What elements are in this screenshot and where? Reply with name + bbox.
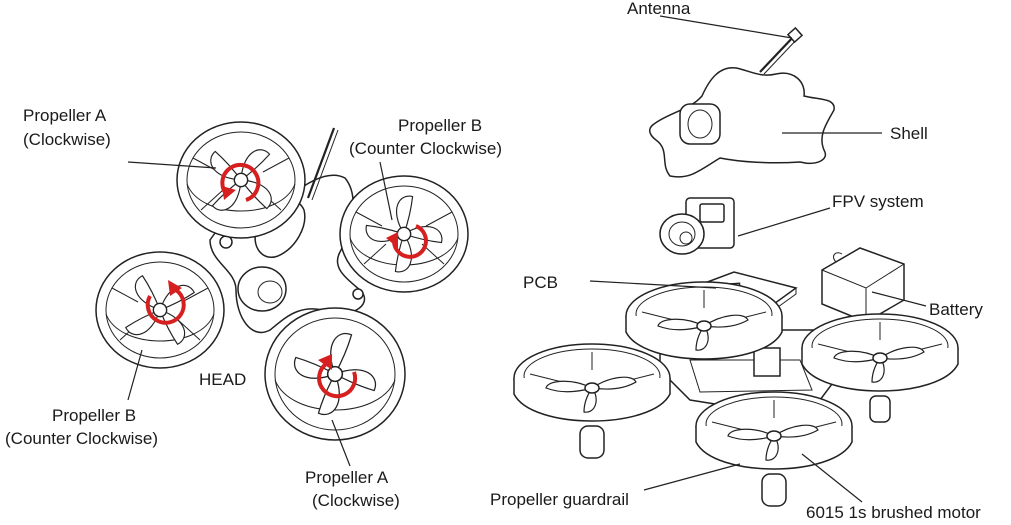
duct-top-left [176,121,306,239]
label-pcb: PCB [523,273,558,292]
battery-pack [821,247,905,323]
duct-back-left [625,281,783,360]
counter-clockwise-arrow-icon [386,224,428,259]
duct-front-right [695,391,853,507]
label-brushed-motor: 6015 1s brushed motor [806,503,981,522]
duct-back-right [801,313,959,423]
label-propeller-b-bottom: Propeller B [52,406,136,425]
label-shell: Shell [890,124,928,143]
label-propeller-b-top: Propeller B [398,116,482,135]
label-propeller-b-top-direction: (Counter Clockwise) [349,139,502,158]
label-propeller-a-bottom-direction: (Clockwise) [312,491,400,510]
label-propeller-a-bottom: Propeller A [305,468,389,487]
duct-bottom-right [264,307,406,441]
duct-bottom-left [95,251,225,369]
duct-top-right [339,175,469,293]
fpv-camera [659,197,735,255]
label-head: HEAD [199,370,246,389]
label-propeller-guardrail: Propeller guardrail [490,490,629,509]
label-propeller-a-top-direction: (Clockwise) [23,130,111,149]
label-antenna: Antenna [627,0,691,18]
label-propeller-b-bottom-direction: (Counter Clockwise) [5,429,158,448]
label-fpv-system: FPV system [832,192,924,211]
counter-clockwise-arrow-icon [145,280,186,325]
clockwise-arrow-icon [317,354,358,399]
exploded-view [513,26,959,507]
label-propeller-a-top: Propeller A [23,106,107,125]
camera-lens [237,266,287,312]
shell-part [649,67,835,178]
duct-front-left [513,343,671,459]
clockwise-arrow-icon [220,162,261,202]
label-battery: Battery [929,300,983,319]
top-view-drone [95,121,469,441]
